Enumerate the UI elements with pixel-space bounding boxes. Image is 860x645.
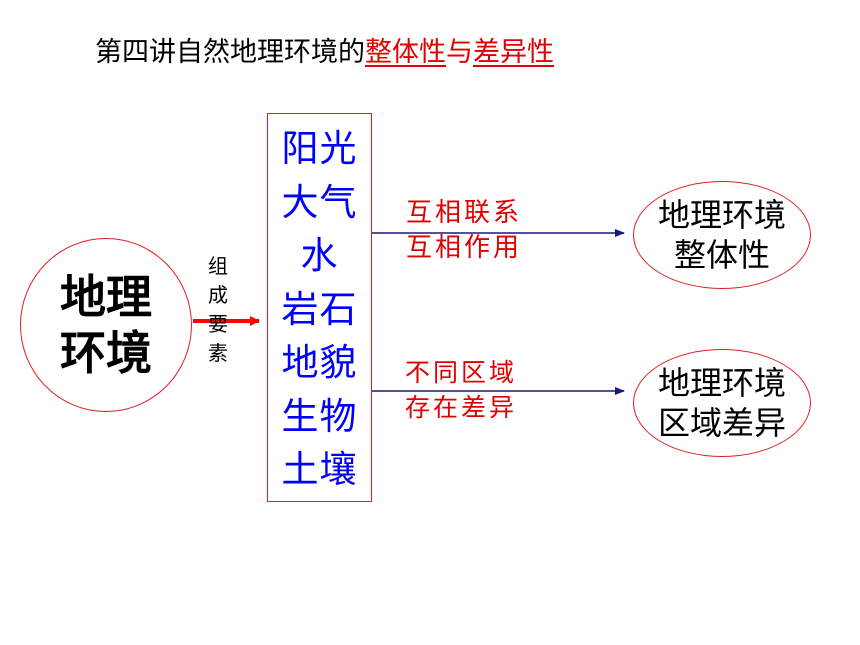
- element-soil: 土壤: [281, 448, 358, 491]
- integrity-line2: 整体性: [673, 236, 770, 274]
- slide-title: 第四讲自然地理环境的整体性与差异性: [95, 30, 554, 69]
- title-connector: 与: [446, 37, 473, 68]
- relation-interaction-line2: 互相作用: [406, 233, 523, 263]
- label-char: 素: [208, 341, 228, 365]
- title-highlight-integrity: 整体性: [365, 37, 446, 68]
- label-char: 成: [208, 283, 228, 307]
- relation-regional: 不同区域 存在差异: [405, 355, 517, 425]
- element-landform: 地貌: [281, 341, 358, 384]
- title-highlight-difference: 差异性: [473, 37, 554, 68]
- element-sunlight: 阳光: [281, 127, 358, 170]
- element-organism: 生物: [281, 394, 358, 438]
- geo-environment-line2: 环境: [60, 326, 152, 380]
- label-char: 组: [208, 254, 228, 278]
- geo-environment-line1: 地理: [60, 270, 152, 324]
- component-elements-label: 组 成 要 素: [205, 252, 231, 368]
- relation-regional-line2: 存在差异: [405, 393, 518, 422]
- relation-regional-line1: 不同区域: [405, 358, 518, 387]
- integrity-line1: 地理环境: [657, 196, 786, 234]
- regional-difference-line2: 区域差异: [657, 404, 786, 442]
- title-prefix: 第四讲自然地理环境的: [95, 37, 365, 68]
- label-char: 要: [208, 312, 228, 336]
- relation-interaction-line1: 互相联系: [406, 198, 523, 228]
- element-rock: 岩石: [281, 287, 358, 331]
- relation-interaction: 互相联系 互相作用: [406, 196, 522, 266]
- regional-difference-node: 地理环境 区域差异: [633, 349, 811, 457]
- integrity-node: 地理环境 整体性: [633, 181, 811, 289]
- elements-box: 阳光 大气 水 岩石 地貌 生物 土壤: [267, 113, 372, 502]
- geo-environment-node: 地理 环境: [20, 238, 192, 412]
- element-atmosphere: 大气: [281, 180, 358, 224]
- element-water: 水: [300, 234, 339, 277]
- regional-difference-line1: 地理环境: [657, 364, 786, 402]
